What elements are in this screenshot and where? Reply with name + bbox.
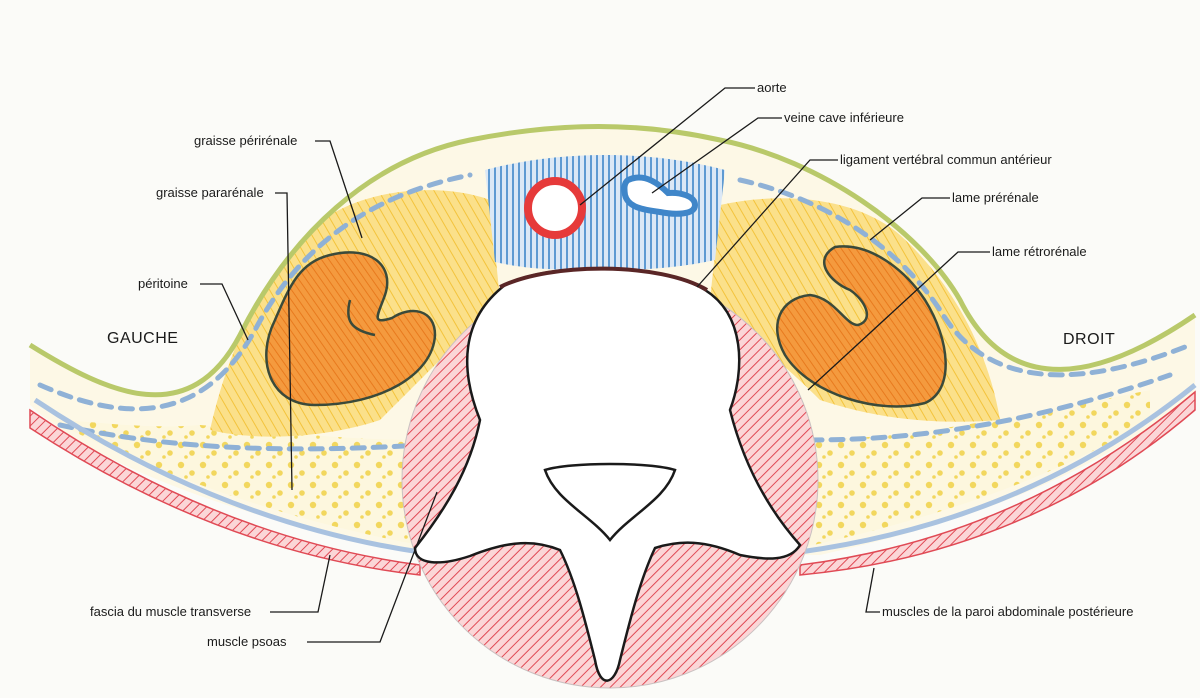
label-psoas: muscle psoas	[207, 634, 287, 649]
aorta-vessel	[528, 181, 582, 235]
label-graisse-perirenale: graisse périrénale	[194, 133, 297, 148]
side-label-left: GAUCHE	[107, 330, 178, 347]
label-fascia: fascia du muscle transverse	[90, 604, 251, 619]
label-aorte: aorte	[757, 80, 787, 95]
side-label-right: DROIT	[1063, 331, 1115, 348]
label-peritoine: péritoine	[138, 276, 188, 291]
label-muscles-paroi: muscles de la paroi abdominale postérieu…	[882, 604, 1133, 619]
label-lame-retrorenale: lame rétrorénale	[992, 244, 1087, 259]
label-veine-cave: veine cave inférieure	[784, 110, 904, 125]
label-graisse-pararenale: graisse pararénale	[156, 185, 264, 200]
label-lame-prerenale: lame prérénale	[952, 190, 1039, 205]
label-ligament: ligament vertébral commun antérieur	[840, 152, 1052, 167]
